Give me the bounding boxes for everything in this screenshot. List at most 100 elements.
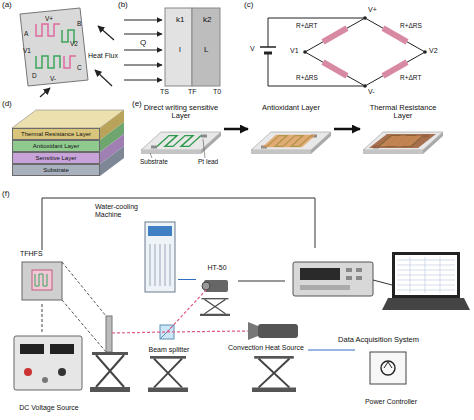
test-bench-part (300, 268, 340, 280)
process-plates-part (203, 139, 205, 158)
sensor-chip-part (36, 24, 60, 36)
process-plates (141, 132, 443, 158)
node-text: Thermal Resistance Layer (360, 104, 446, 121)
test-bench-part (356, 268, 362, 272)
panel-label: (c) (244, 1, 253, 10)
process-plates-part (363, 132, 443, 154)
layer-band: Thermal Resistance Layer (12, 128, 100, 140)
heat-flow-layers-part (124, 20, 162, 21)
node-text: Data Acquisition System (338, 336, 419, 344)
terminal-label: V1 (23, 47, 31, 54)
test-bench-part (200, 298, 230, 316)
process-plates-part (150, 153, 152, 158)
bridge-circuit-part (268, 18, 365, 86)
process-plates-part (262, 135, 316, 148)
node-text: DC Voltage Source (19, 404, 79, 412)
bridge-circuit-part (264, 52, 272, 55)
test-bench-part (148, 226, 172, 236)
sensor-chip-part (36, 56, 60, 68)
symbol-label: L (204, 46, 208, 55)
process-plates-part (141, 132, 221, 154)
test-bench-part (150, 244, 170, 286)
test-bench-part (106, 316, 112, 352)
heat-flux-arrow-part (40, 88, 50, 97)
sensor-chip (20, 8, 88, 86)
annotation: Heat Flux (88, 52, 118, 60)
part-label: Pt lead (198, 158, 218, 165)
terminal-label: A (24, 30, 28, 37)
heat-flow-layers-part (124, 34, 162, 35)
test-bench-part (32, 270, 52, 290)
sensor-chip-part (64, 56, 76, 68)
signal-label: V2 (429, 47, 438, 55)
process-step: Thermal Resistance Layer (360, 104, 446, 154)
bridge-circuit-part (383, 62, 407, 76)
test-bench-part (248, 322, 258, 340)
bridge-circuit-part (305, 18, 425, 86)
symbol-label: TF (188, 88, 197, 96)
node-text: Convection Heat Source (228, 344, 304, 352)
cable (178, 279, 196, 280)
terminal-label: D (32, 72, 37, 79)
heat-flow-layers-part (124, 50, 162, 51)
layer-band: Sensitive Layer (12, 152, 100, 164)
node-text: HT-50 (207, 264, 226, 272)
test-bench-part (346, 276, 352, 280)
layer-band: Substrate (12, 164, 100, 176)
heat-flow-layers (124, 8, 220, 86)
process-arrow (224, 128, 248, 131)
node-text: Direct writing sensitive Layer (138, 104, 224, 121)
bridge-circuit (260, 16, 427, 88)
heat-flux-arrow (40, 26, 114, 97)
test-bench-part (252, 356, 296, 392)
cable (42, 198, 315, 250)
node-text: Antioxidant Layer (262, 104, 320, 112)
test-bench-part (42, 377, 48, 383)
heat-flow-layers-part (165, 8, 192, 86)
symbol-label: k2 (203, 16, 211, 25)
process-plates-part (251, 132, 331, 154)
test-bench-part (148, 356, 188, 392)
symbol-label: T0 (213, 88, 221, 96)
test-bench-part (112, 290, 248, 333)
instrument: Power Controller (355, 348, 427, 406)
layer-stack (12, 110, 124, 176)
symbol-label: Q (140, 39, 146, 48)
test-bench-part (202, 282, 210, 290)
bridge-circuit-part (323, 28, 347, 42)
test-bench-part (22, 262, 62, 300)
heat-flow-layers-part (192, 8, 220, 86)
test-bench-part (382, 298, 470, 310)
test-bench-part (356, 276, 362, 280)
layer-band: Antioxidant Layer (12, 140, 100, 152)
bridge-circuit-part (323, 62, 347, 76)
test-bench-part (373, 280, 392, 285)
cable (238, 281, 285, 282)
test-bench-part (395, 255, 457, 295)
bridge-circuit-part (363, 84, 367, 88)
test-bench-part (14, 336, 82, 390)
test-bench (14, 222, 470, 392)
test-bench-part (145, 222, 175, 292)
process-arrow (334, 128, 360, 131)
process-plates-part (380, 136, 422, 146)
panel-label: (b) (118, 1, 128, 10)
optic: Beam splitter (143, 322, 195, 354)
panel-label: (f) (2, 190, 10, 199)
signal-label: V (250, 45, 255, 53)
bridge-circuit-part (423, 50, 427, 54)
bridge-circuit-part (383, 28, 407, 42)
test-bench-part (384, 362, 392, 368)
signal-label: V- (368, 88, 375, 96)
test-bench-part (392, 252, 460, 298)
process-step: Antioxidant Layer (248, 104, 334, 154)
bridge-circuit-part (303, 50, 307, 54)
node-text: Substrate (43, 167, 69, 174)
panel-label: (e) (132, 100, 142, 109)
test-bench-part (370, 352, 406, 384)
test-bench-part (381, 361, 395, 375)
instrument: DC Voltage Source (8, 332, 90, 412)
test-bench-part (346, 268, 352, 272)
